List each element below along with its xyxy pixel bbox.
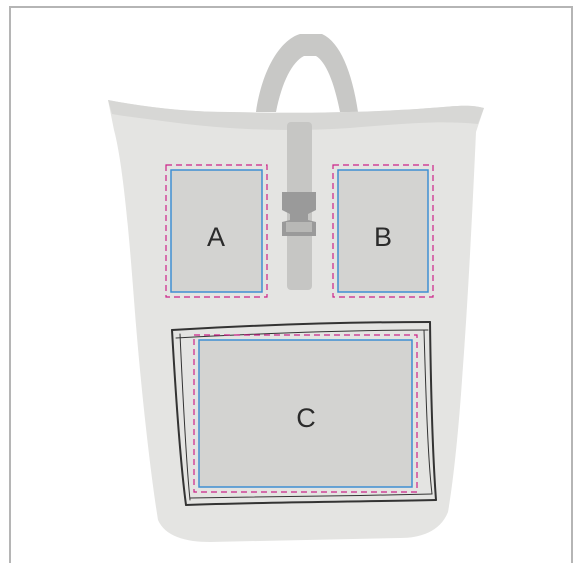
print-zone-b[interactable]: B [333,165,433,297]
zone-a-label: A [207,222,225,252]
print-zone-c[interactable]: C [194,335,417,492]
backpack-handle [256,34,358,112]
zone-c-label: C [296,403,316,433]
print-zone-a[interactable]: A [166,165,267,297]
zone-b-label: B [374,222,392,252]
